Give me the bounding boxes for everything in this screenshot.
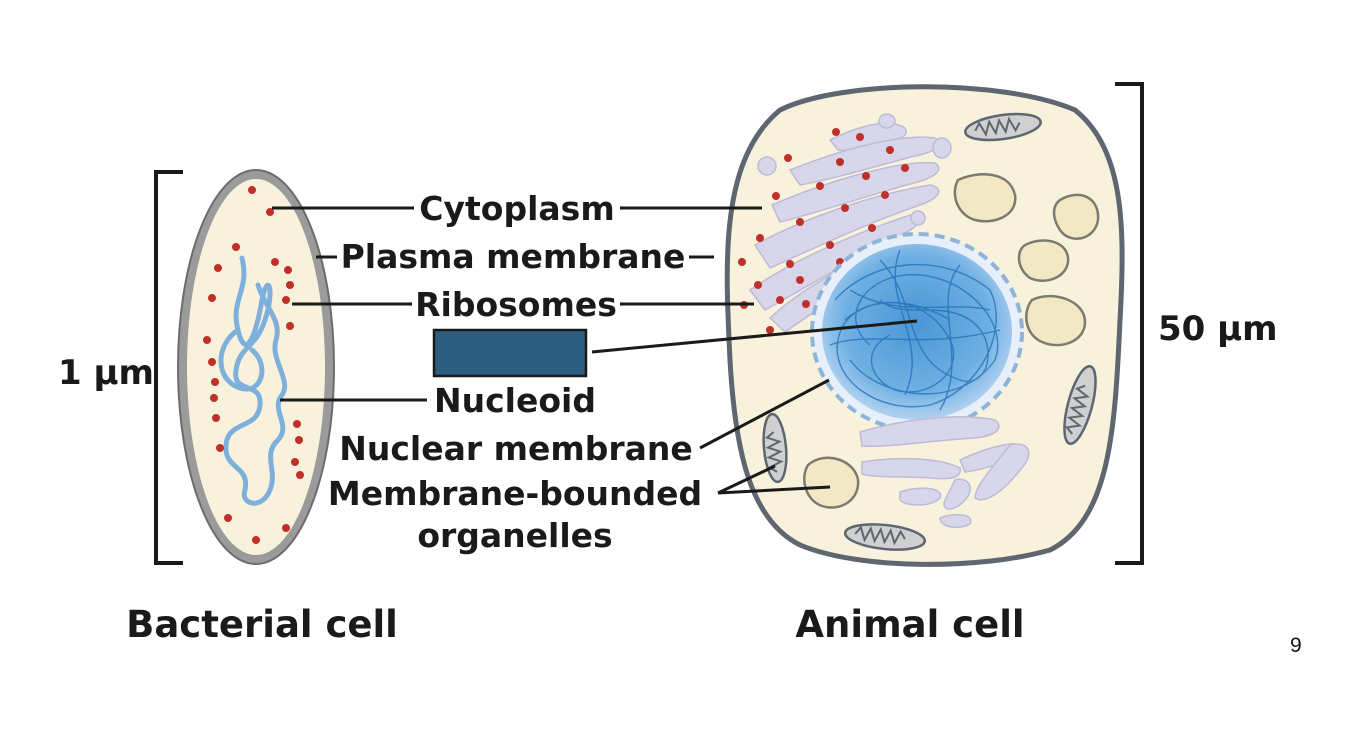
- label-plasma-membrane: Plasma membrane: [341, 237, 686, 276]
- scale-label-bacterial: 1 μm: [58, 353, 154, 393]
- label-cytoplasm: Cytoplasm: [419, 189, 614, 228]
- scale-label-animal: 50 μm: [1158, 309, 1278, 349]
- bacterial-cytoplasm: [187, 179, 325, 555]
- page-number: 9: [1290, 634, 1302, 657]
- label-nuclear-membrane: Nuclear membrane: [339, 429, 693, 468]
- mitochondria: [762, 112, 1097, 551]
- redacted-label-box: [432, 328, 588, 378]
- label-organelles-line2: organelles: [417, 516, 612, 555]
- title-bacterial-cell: Bacterial cell: [126, 603, 398, 646]
- chromatin: [829, 249, 1001, 411]
- bacterial-scale-bracket: [154, 170, 183, 565]
- animal-scale-bracket: [1115, 82, 1144, 565]
- animal-cell: [724, 84, 1125, 567]
- nucleoid-dna: [223, 255, 288, 506]
- nucleus: [810, 232, 1024, 432]
- vesicles: [803, 173, 1100, 509]
- er-ribosomes: [738, 128, 909, 334]
- nucleoid-dna-loop: [218, 327, 265, 392]
- label-ribosomes: Ribosomes: [415, 285, 617, 324]
- bacterial-ribosomes: [203, 186, 304, 544]
- golgi-apparatus: [859, 416, 1030, 529]
- leader-lines: [272, 206, 918, 495]
- title-animal-cell: Animal cell: [795, 603, 1024, 646]
- bacterial-cell: [177, 169, 335, 565]
- label-nucleoid: Nucleoid: [434, 381, 596, 420]
- label-organelles-line1: Membrane-bounded: [328, 474, 702, 513]
